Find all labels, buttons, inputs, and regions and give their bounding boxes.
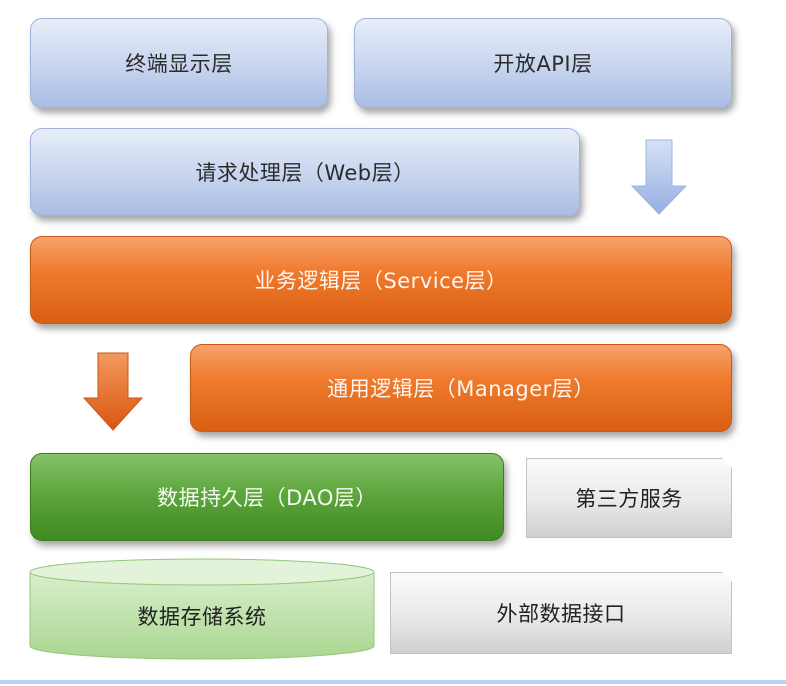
open-api-layer: 开放API层 (354, 18, 732, 108)
terminal-display-layer: 终端显示层 (30, 18, 328, 108)
down-arrow-icon (630, 139, 688, 215)
open-api-label: 开放API层 (493, 52, 593, 76)
dao-layer: 数据持久层（DAO层） (30, 453, 504, 541)
third-party-service: 第三方服务 (526, 458, 732, 538)
storage-cylinder (29, 558, 375, 660)
storage-label: 数据存储系统 (137, 605, 267, 629)
service-layer: 业务逻辑层（Service层） (30, 236, 732, 324)
manager-layer: 通用逻辑层（Manager层） (190, 344, 732, 432)
manager-layer-label: 通用逻辑层（Manager层） (327, 377, 595, 401)
terminal-display-label: 终端显示层 (125, 52, 233, 76)
down-arrow-icon-orange (82, 352, 144, 431)
external-interface-label: 外部数据接口 (496, 602, 626, 626)
service-layer-label: 业务逻辑层（Service层） (254, 269, 508, 293)
web-layer-label: 请求处理层（Web层） (195, 161, 415, 185)
web-layer: 请求处理层（Web层） (30, 128, 580, 216)
third-party-label: 第三方服务 (575, 487, 683, 511)
dao-layer-label: 数据持久层（DAO层） (157, 486, 377, 510)
external-data-interface: 外部数据接口 (390, 572, 732, 654)
bottom-divider (0, 680, 786, 684)
